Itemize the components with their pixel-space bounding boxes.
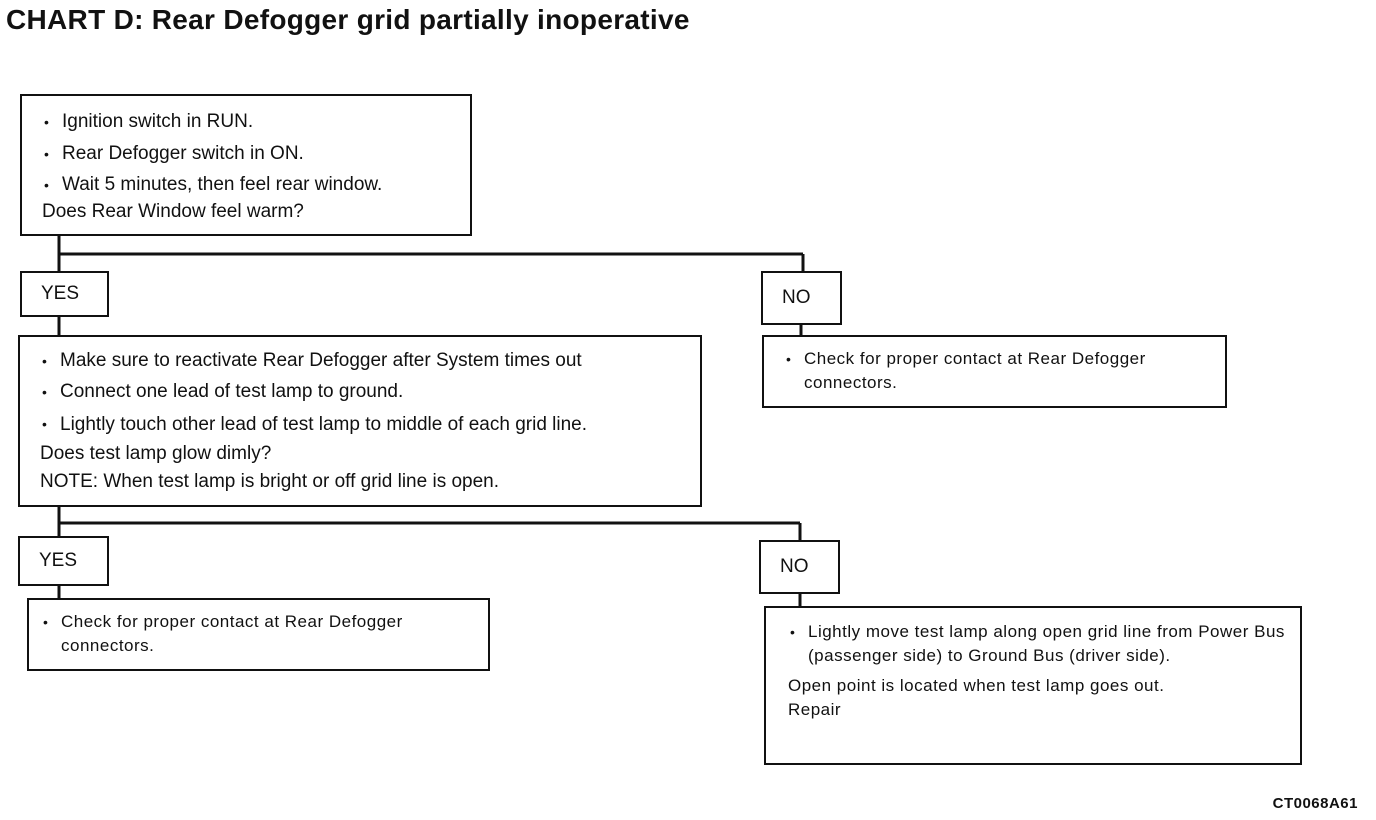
- yes-text: YES: [39, 550, 78, 571]
- branch2-yes-result-bullet: Check for proper contact at Rear Defogge…: [41, 610, 478, 658]
- branch2-no-result-box: Lightly move test lamp along open grid l…: [764, 606, 1302, 765]
- branch1-no-label: NO: [761, 271, 842, 325]
- branch1-no-result-box: Check for proper contact at Rear Defogge…: [762, 335, 1227, 408]
- chart-title: CHART D: Rear Defogger grid partially in…: [6, 4, 690, 35]
- start-question: Does Rear Window feel warm?: [42, 201, 304, 222]
- test-bullet-reactivate: Make sure to reactivate Rear Defogger af…: [40, 345, 690, 377]
- test-note: NOTE: When test lamp is bright or off gr…: [40, 471, 500, 492]
- branch2-yes-result-box: Check for proper contact at Rear Defogge…: [27, 598, 490, 671]
- no-text: NO: [782, 287, 811, 308]
- branch2-no-result-bullet: Lightly move test lamp along open grid l…: [788, 620, 1290, 668]
- no-text: NO: [780, 556, 809, 577]
- figure-code: CT0068A61: [1272, 795, 1358, 812]
- yes-text: YES: [41, 283, 80, 304]
- test-question: Does test lamp glow dimly?: [40, 443, 272, 464]
- start-bullet-wait: Wait 5 minutes, then feel rear window.: [42, 170, 460, 200]
- branch1-yes-label: YES: [20, 271, 109, 317]
- branch2-no-result-repair: Repair: [788, 700, 842, 719]
- branch2-no-label: NO: [759, 540, 840, 594]
- branch2-yes-label: YES: [18, 536, 109, 586]
- test-procedure-box: Make sure to reactivate Rear Defogger af…: [18, 335, 702, 507]
- start-bullet-ignition: Ignition switch in RUN.: [42, 106, 460, 138]
- branch1-no-result-bullet: Check for proper contact at Rear Defogge…: [784, 347, 1215, 395]
- test-bullet-connect: Connect one lead of test lamp to ground.: [40, 377, 690, 407]
- test-bullet-touch: Lightly touch other lead of test lamp to…: [40, 407, 690, 442]
- branch2-no-result-open-point: Open point is located when test lamp goe…: [788, 676, 1165, 695]
- start-condition-box: Ignition switch in RUN. Rear Defogger sw…: [20, 94, 472, 236]
- start-bullet-switch: Rear Defogger switch in ON.: [42, 138, 460, 170]
